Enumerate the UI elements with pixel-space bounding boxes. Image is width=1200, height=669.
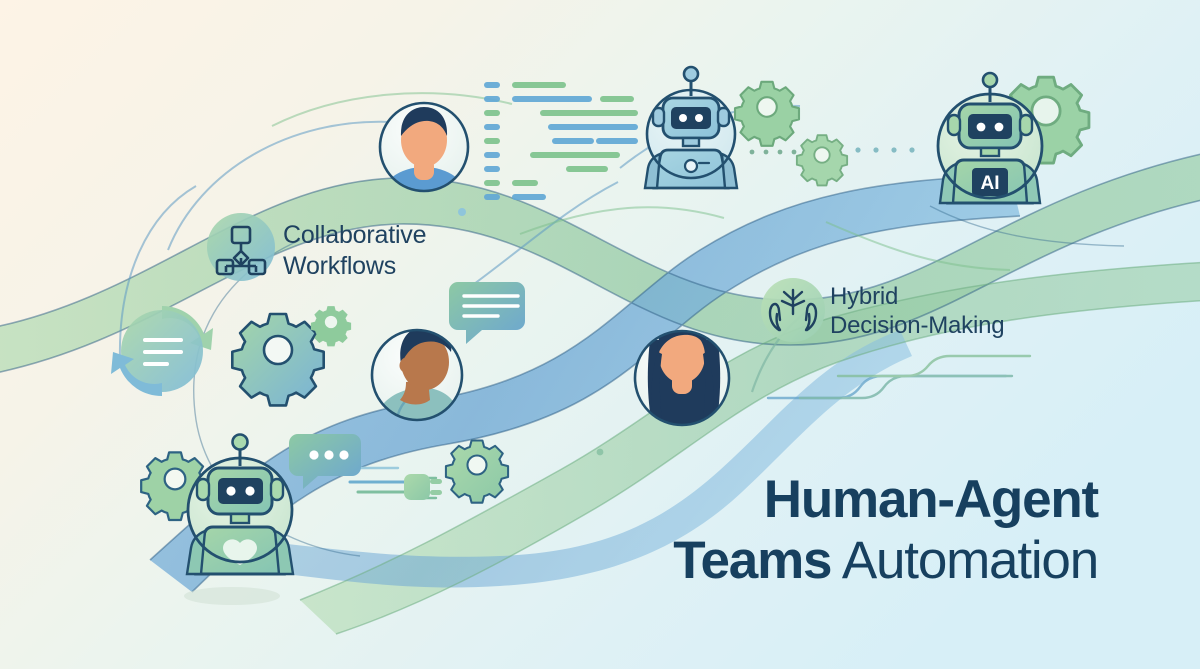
chat-bubble-icon [449, 282, 525, 344]
page-title: Human-Agent Teams Automation [608, 470, 1099, 591]
avatar [184, 433, 295, 605]
headline-teams: Teams [673, 531, 832, 591]
headline-line-2: Teams Automation [608, 531, 1099, 591]
gear-group [140, 75, 1091, 522]
circuit-trace-icon [766, 354, 1032, 400]
label-collaborative-workflows: Collaborative Workflows [283, 221, 427, 280]
hands-plant-icon [761, 278, 825, 342]
plug-icon [404, 474, 442, 500]
avatar [633, 329, 731, 427]
avatar [643, 65, 739, 190]
avatar [370, 328, 464, 422]
ribbon-green-lower [300, 262, 1200, 634]
label-hybrid-decision-making: Hybrid Decision-Making [830, 283, 1005, 340]
ribbon-blue-main [150, 175, 1020, 592]
hierarchy-icon [207, 213, 275, 281]
dotted-connector [458, 147, 915, 456]
headline-automation: Automation [831, 531, 1099, 591]
avatar: AI [936, 71, 1044, 205]
headline-line-1: Human-Agent [763, 470, 1099, 529]
avatar [378, 101, 470, 193]
cycle-document-icon [111, 305, 213, 397]
robot-ai-badge-text: AI [981, 173, 1000, 194]
typing-indicator-icon [289, 434, 361, 489]
ribbon-blue-lower [248, 330, 912, 588]
ribbon-group [0, 92, 1200, 635]
code-lines-icon [484, 82, 638, 200]
